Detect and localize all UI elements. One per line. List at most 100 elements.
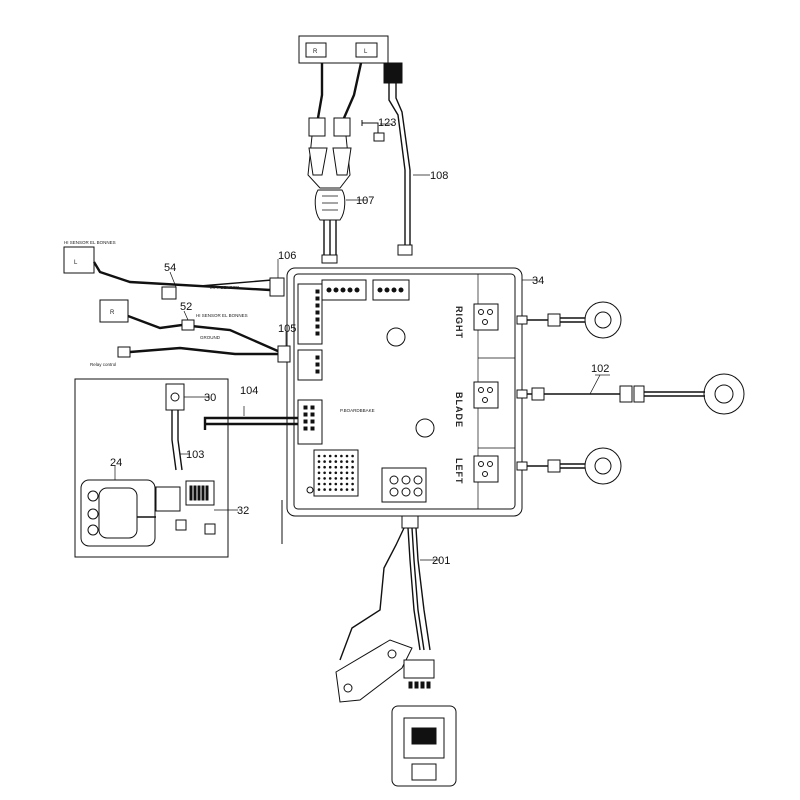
wire	[92, 261, 271, 292]
grid-dot	[317, 465, 321, 469]
grid-dot	[323, 488, 326, 491]
connector-108	[383, 62, 403, 84]
harness-52: R HI SENSOR EL BONNES 52 GROUND	[99, 299, 281, 354]
label-32: 32	[237, 505, 249, 517]
label-54: 54	[164, 262, 176, 274]
label-104: 104	[240, 385, 258, 397]
harness-201: 201	[281, 500, 457, 787]
grid-dot	[334, 454, 338, 458]
motor-sensor-hub	[594, 457, 612, 475]
grid-dot	[340, 482, 343, 486]
grid-dot	[351, 482, 354, 486]
label-52: 52	[180, 301, 192, 313]
chip	[204, 523, 216, 535]
board-code: P.BOARDBBAKE	[340, 408, 375, 413]
grid-dot	[323, 460, 326, 463]
grid-dot	[328, 477, 332, 480]
remote-module: 30 103 104 32 24	[74, 378, 298, 558]
cable-104	[203, 416, 298, 430]
plug-105	[277, 345, 291, 363]
label-201: 201	[432, 555, 450, 567]
side-text-right: RIGHT	[454, 306, 464, 339]
wire	[129, 346, 278, 356]
part-54	[161, 286, 177, 300]
motor-sensor-right	[584, 301, 622, 339]
wire	[644, 391, 705, 397]
side-header	[297, 349, 323, 381]
grid-dot	[328, 488, 332, 491]
grid-dot	[345, 465, 349, 469]
plug	[531, 387, 545, 401]
connector-pins	[408, 681, 431, 689]
harness-107: R L 107	[298, 35, 389, 264]
grid-dot	[323, 465, 326, 469]
knockout	[386, 327, 406, 347]
side-text-left: LEFT	[454, 458, 464, 485]
motor-sensor-hub	[714, 384, 734, 404]
ground-post	[306, 486, 314, 494]
grid-dot	[323, 477, 326, 480]
grid-dot	[323, 471, 326, 475]
plug	[117, 346, 131, 358]
grid-dot	[345, 460, 349, 463]
grid-dot	[328, 460, 332, 463]
board-header	[372, 279, 410, 301]
motor-harness-left	[516, 447, 622, 485]
grid-dot	[328, 454, 332, 458]
grommet	[516, 315, 528, 325]
boot	[308, 147, 328, 176]
grid-dot	[345, 454, 349, 458]
harness-106: L HI SENSOR EL BONNES LIFT SENSOR 54 106	[63, 240, 296, 300]
wire	[395, 83, 411, 245]
panel-button	[87, 524, 99, 536]
grid-dot	[334, 477, 338, 480]
panel-button	[87, 508, 99, 520]
relay-right	[473, 303, 499, 331]
battery-connector	[403, 659, 435, 679]
grid-dot	[323, 454, 326, 458]
wire	[407, 527, 421, 651]
label-102: 102	[591, 363, 609, 375]
side-header-pins	[315, 289, 320, 336]
side-header-pins	[303, 405, 315, 431]
plug	[333, 117, 351, 137]
grid-dot	[334, 460, 338, 463]
motor-sensor-hub	[594, 311, 612, 329]
grid-dot	[351, 488, 354, 491]
leader-102	[589, 374, 601, 395]
grid-dot	[351, 460, 354, 463]
wire	[199, 279, 273, 287]
wire	[316, 63, 324, 119]
relay-pins	[478, 309, 493, 477]
battery-terminal-core	[411, 727, 437, 745]
connector-letter: L	[74, 260, 78, 266]
plug-end	[321, 254, 338, 264]
wire	[342, 62, 363, 119]
grid-dot	[334, 482, 338, 486]
grid-dot	[345, 471, 349, 475]
fuse-module	[381, 467, 427, 503]
motor-sensor-left	[584, 447, 622, 485]
grid-dot	[340, 454, 343, 458]
grid-dot	[317, 454, 321, 458]
grid-dot	[351, 477, 354, 480]
label-108: 108	[430, 170, 448, 182]
wire	[415, 527, 431, 651]
wire	[560, 463, 585, 469]
bracket-hole	[387, 649, 397, 659]
wire	[127, 314, 281, 354]
wire	[560, 317, 585, 323]
plug-end	[397, 244, 413, 256]
wire	[411, 527, 425, 651]
switch-30	[165, 383, 185, 411]
connector-letter: R	[110, 310, 115, 316]
wire-bundle	[323, 220, 337, 255]
grid-dots	[317, 454, 354, 491]
label-107: 107	[356, 195, 374, 207]
connector-letter-r: R	[313, 49, 318, 55]
grid-dot	[351, 465, 354, 469]
bracket-123	[361, 120, 379, 133]
grid-dot	[317, 471, 321, 475]
label-103: 103	[186, 449, 204, 461]
